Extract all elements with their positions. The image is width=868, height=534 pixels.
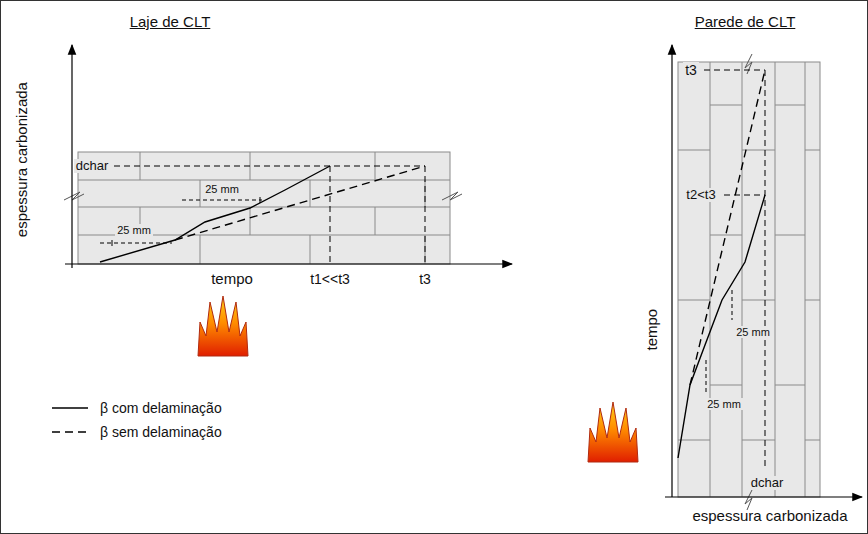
fire-symbol (588, 402, 638, 462)
axis (671, 45, 672, 497)
dimension-label: 25 mm (203, 183, 241, 196)
break-mark (745, 54, 752, 74)
legend-text: β sem delaminação (100, 424, 222, 440)
dimension-label: 25 mm (734, 326, 772, 339)
panel-title: Parede de CLT (693, 13, 798, 30)
clt-slab (78, 152, 450, 264)
axis-title: espessura carbonizada (13, 80, 30, 239)
axis-title: tempo (643, 307, 660, 353)
panel-title: Laje de CLT (128, 13, 213, 30)
dimension-label: 25 mm (705, 398, 743, 411)
time-label: t1<<t3 (308, 271, 352, 287)
break-mark (64, 192, 84, 200)
legend-line (52, 407, 88, 408)
legend-entry: β sem delaminação (50, 420, 222, 444)
axis (71, 45, 72, 268)
clt-wall (678, 62, 820, 497)
fire-symbol (198, 296, 248, 356)
legend-line (52, 431, 88, 432)
axis-title: espessura carbonizada (690, 507, 849, 524)
char-curve-delamination (100, 166, 330, 262)
char-curve-no-delamination (175, 166, 425, 240)
legend-sample (50, 403, 90, 413)
time-label: t3 (683, 62, 699, 78)
axis (65, 263, 512, 264)
time-label: t3 (417, 271, 433, 287)
dimension-label: 25 mm (115, 224, 153, 237)
guide-lines (100, 166, 425, 264)
legend: β com delaminação β sem delaminação (50, 396, 222, 444)
legend-sample (50, 427, 90, 437)
dimension-label: dchar (749, 476, 786, 491)
break-mark (745, 490, 752, 510)
break-mark (442, 192, 462, 200)
axis (665, 496, 862, 497)
legend-entry: β com delaminação (50, 396, 222, 420)
axis-title: tempo (209, 270, 255, 287)
time-label: t2<t3 (684, 188, 717, 203)
guide-lines (704, 70, 765, 470)
legend-text: β com delaminação (100, 400, 222, 416)
dimension-label: dchar (74, 159, 111, 174)
